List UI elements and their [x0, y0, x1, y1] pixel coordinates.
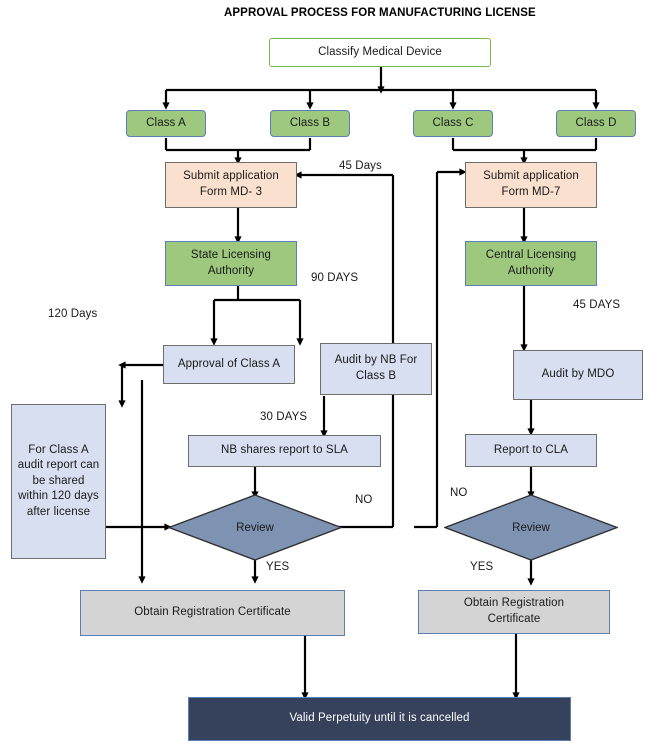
- node-class-c[interactable]: Class C: [413, 110, 493, 137]
- edge-label-90-days: 90 DAYS: [311, 272, 359, 284]
- submit-md3-line2: Form MD- 3: [199, 186, 263, 198]
- audit-nb-line1: Audit by NB For: [334, 354, 418, 367]
- node-nb-shares-report-to-sla[interactable]: NB shares report to SLA: [188, 435, 381, 467]
- node-class-b[interactable]: Class B: [270, 110, 350, 137]
- node-valid-perpetuity[interactable]: Valid Perpetuity until it is cancelled: [188, 697, 571, 741]
- submit-md7-line1: Submit application: [483, 170, 579, 183]
- edge-label-no-right: NO: [450, 487, 468, 499]
- node-obtain-certificate-left[interactable]: Obtain Registration Certificate: [80, 590, 345, 636]
- central-authority-line1: Central Licensing: [485, 248, 577, 261]
- submit-md7-line2: Form MD-7: [501, 186, 561, 198]
- node-submit-form-md3[interactable]: Submit application Form MD- 3: [165, 162, 297, 208]
- node-submit-form-md7[interactable]: Submit application Form MD-7: [465, 162, 597, 208]
- node-report-to-cla[interactable]: Report to CLA: [465, 434, 597, 467]
- audit-nb-line2: Class B: [355, 370, 397, 382]
- central-authority-line2: Authority: [507, 264, 555, 277]
- edge-label-120-days: 120 Days: [48, 308, 98, 320]
- obtain-cert-right-line1: Obtain Registration: [463, 597, 565, 610]
- state-authority-line2: Authority: [207, 264, 255, 277]
- edge-label-yes-left: YES: [266, 561, 290, 573]
- review-left-shape: [167, 494, 343, 561]
- edge-label-30-days: 30 DAYS: [260, 411, 308, 423]
- node-class-d[interactable]: Class D: [556, 110, 636, 137]
- node-class-a[interactable]: Class A: [126, 110, 206, 137]
- review-right-shape: [443, 494, 619, 561]
- node-central-licensing-authority[interactable]: Central Licensing Authority: [465, 241, 597, 286]
- node-audit-by-mdo[interactable]: Audit by MDO: [513, 350, 643, 400]
- node-obtain-certificate-right[interactable]: Obtain Registration Certificate: [418, 590, 610, 634]
- node-review-left[interactable]: Review: [167, 494, 343, 561]
- submit-md3-line1: Submit application: [183, 170, 279, 183]
- edge-label-45-days-right: 45 DAYS: [573, 299, 621, 311]
- edge-label-45-days-top: 45 Days: [339, 160, 382, 172]
- node-approval-of-class-a[interactable]: Approval of Class A: [163, 345, 295, 384]
- node-review-right[interactable]: Review: [443, 494, 619, 561]
- node-audit-by-nb-class-b[interactable]: Audit by NB For Class B: [320, 343, 432, 395]
- obtain-cert-right-line2: Certificate: [487, 613, 541, 625]
- node-classify-medical-device[interactable]: Classify Medical Device: [269, 38, 491, 67]
- node-note-class-a-audit-report[interactable]: For Class A audit report can be shared w…: [11, 404, 106, 559]
- edge-label-yes-right: YES: [470, 561, 494, 573]
- edge-label-no-left: NO: [355, 494, 373, 506]
- page-title: APPROVAL PROCESS FOR MANUFACTURING LICEN…: [224, 7, 536, 19]
- state-authority-line1: State Licensing: [190, 248, 272, 261]
- node-state-licensing-authority[interactable]: State Licensing Authority: [165, 241, 297, 286]
